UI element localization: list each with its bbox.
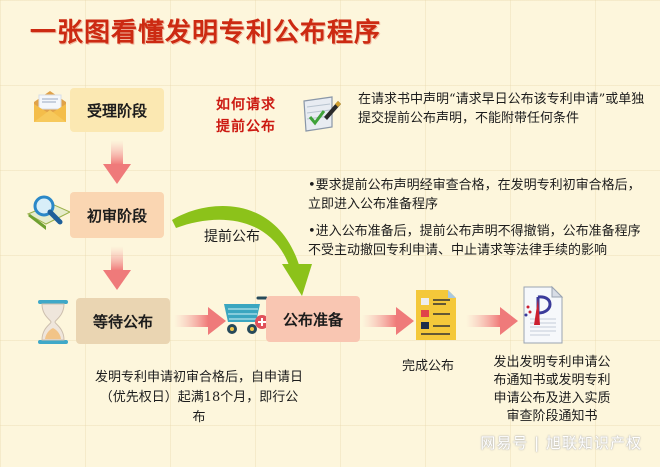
checklist-form-icon <box>302 95 342 133</box>
right-arrow-icon <box>466 306 518 336</box>
final-note: 发出发明专利申请公 布通知书或发明专利 申请公布及进入实质 审查阶段通知书 <box>493 355 611 424</box>
shopping-cart-icon <box>222 296 270 336</box>
magnifier-book-icon <box>26 192 72 234</box>
down-arrow-icon <box>102 140 132 186</box>
early-request-description: 在请求书中声明“请求早日公布该专利申请”或单独提交提前公布声明，不能附带任何条件 <box>358 92 645 126</box>
rule-item: •进入公布准备后，提前公布声明不得撤销，公布准备程序不受主动撤回专利申请、中止请… <box>308 224 641 258</box>
early-publish-curve-arrow-icon <box>168 198 318 298</box>
stage-prep-label: 公布准备 <box>282 310 343 329</box>
page-title: 一张图看懂发明专利公布程序 <box>30 18 382 48</box>
stage-accept-label: 受理阶段 <box>86 101 147 120</box>
envelope-icon <box>32 88 68 124</box>
stage-prelim-label: 初审阶段 <box>86 206 147 225</box>
down-arrow-icon <box>102 246 132 292</box>
right-arrow-icon <box>174 306 226 336</box>
early-publish-rules: •要求提前公布声明经审查合格，在发明专利初审合格后，立即进入公布准备程序 •进入… <box>308 176 648 268</box>
patent-document-icon <box>520 285 564 345</box>
rule-item: •要求提前公布声明经审查合格，在发明专利初审合格后，立即进入公布准备程序 <box>308 178 641 212</box>
stage-wait: 等待公布 <box>76 298 170 344</box>
wait-note: 发明专利申请初审合格后，自申请日 （优先权日）起满18个月，即行公布 <box>94 370 303 425</box>
stage-wait-label: 等待公布 <box>92 312 153 331</box>
document-list-icon <box>414 288 458 342</box>
stage-prelim: 初审阶段 <box>70 192 164 238</box>
watermark: 网易号 | 旭联知识产权 <box>480 434 642 452</box>
stage-prep: 公布准备 <box>266 296 360 342</box>
right-arrow-icon <box>362 306 414 336</box>
early-request-question: 如何请求 提前公布 <box>216 97 276 135</box>
stage-done-label: 完成公布 <box>402 359 455 374</box>
hourglass-icon <box>38 300 68 344</box>
early-publish-label: 提前公布 <box>204 229 260 245</box>
stage-accept: 受理阶段 <box>70 88 164 132</box>
